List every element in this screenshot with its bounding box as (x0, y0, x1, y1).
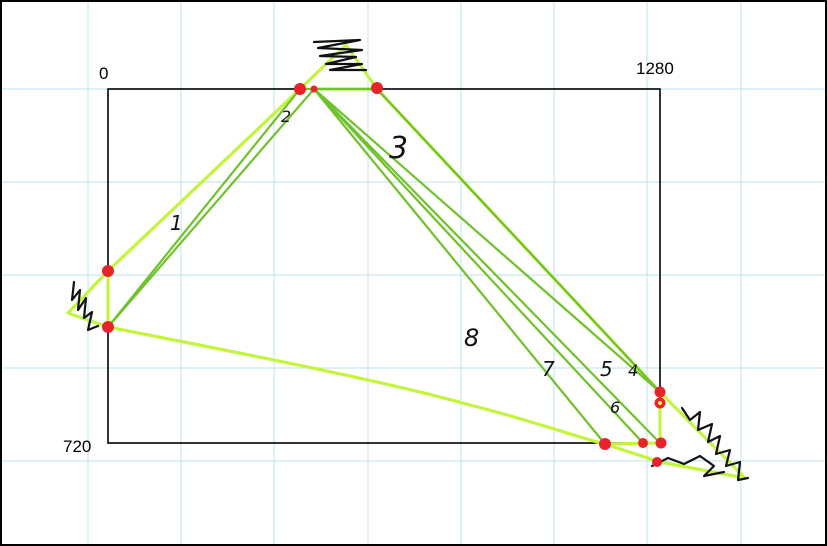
inner-bottom-short (603, 441, 662, 446)
line-label-8: 8 (464, 324, 479, 352)
fan-line-1 (106, 87, 302, 329)
fan-line-2 (106, 87, 316, 329)
fan-line-7 (375, 87, 662, 394)
outer-left-edge (66, 87, 302, 329)
outer-bottom-edge (106, 325, 607, 446)
point-bottom-a (599, 438, 611, 450)
point-left-lower (102, 321, 114, 333)
screen-frame (107, 88, 661, 444)
line-label-2: 2 (281, 107, 291, 126)
fan-line-6 (312, 87, 607, 446)
fan-line-4 (312, 87, 662, 445)
vertex-points (102, 82, 667, 467)
line-label-5: 5 (600, 357, 613, 381)
point-left-upper (102, 265, 114, 277)
line-label-7: 7 (542, 357, 555, 381)
line-label-3: 3 (389, 131, 408, 166)
point-right-upper (654, 386, 666, 398)
y-end-label: 720 (63, 437, 91, 456)
fan-line-5 (312, 87, 645, 445)
outer-shape (66, 43, 747, 480)
scribble-bottom-right (650, 406, 750, 482)
point-bottom-d (652, 457, 662, 467)
outer-top-edge (298, 43, 379, 91)
scribbles (70, 38, 750, 482)
x-start-label: 0 (99, 64, 108, 83)
scribble-top (312, 38, 368, 72)
fan-lines (106, 87, 662, 446)
x-end-label: 1280 (636, 59, 674, 78)
point-right-upper2-core (658, 401, 662, 405)
point-top-left (294, 83, 306, 95)
fan-line-3 (312, 87, 662, 394)
line-label-6: 6 (610, 398, 620, 417)
scribble-left (70, 280, 100, 332)
line-label-1: 1 (170, 211, 183, 235)
line-label-4: 4 (628, 361, 638, 380)
point-bottom-b (638, 438, 648, 448)
point-bottom-c (655, 437, 667, 449)
point-top-mid (310, 85, 318, 93)
point-top-right (371, 82, 383, 94)
